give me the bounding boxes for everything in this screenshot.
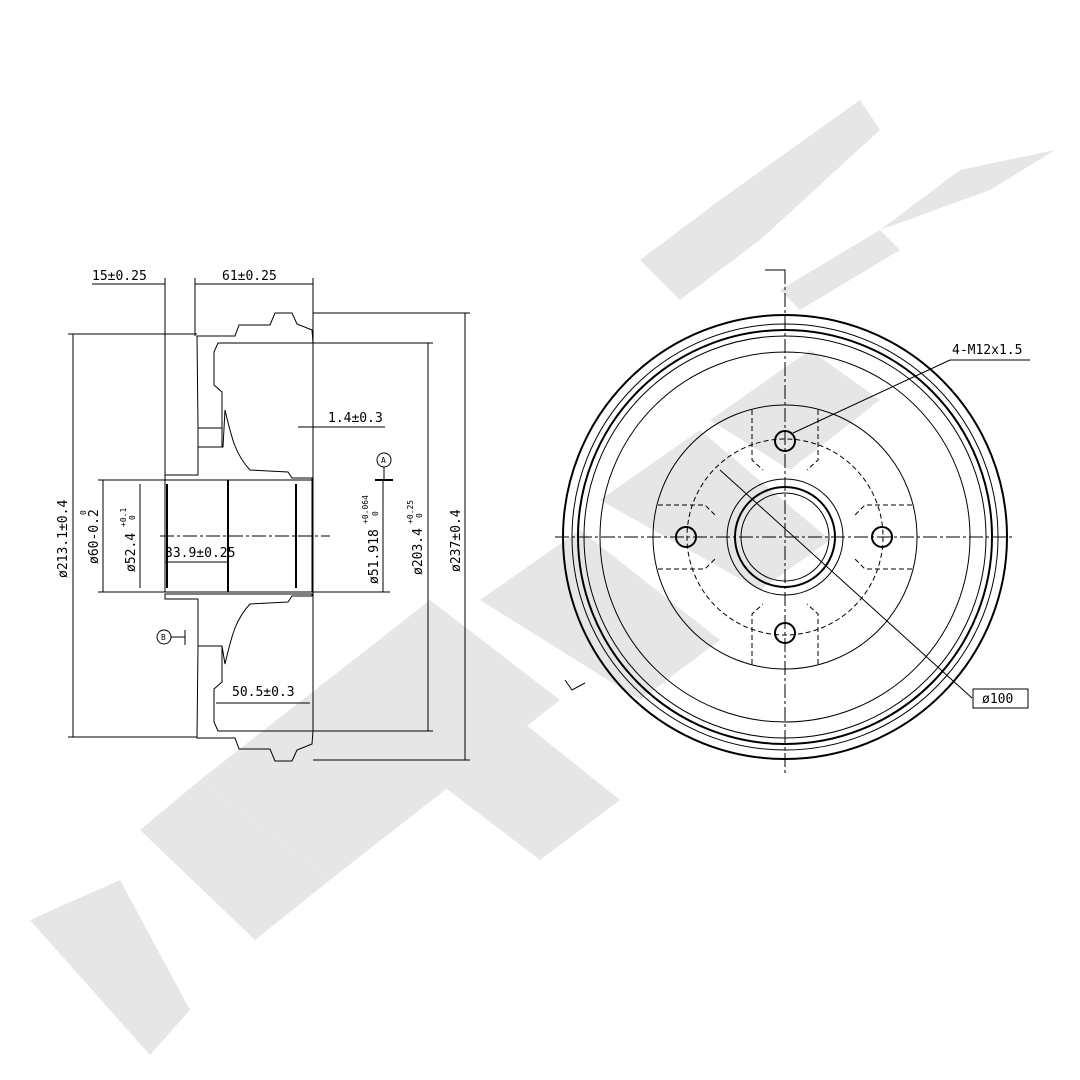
dim-dia-237: ø237±0.4 bbox=[449, 509, 464, 572]
dim-shoe-width: 50.5±0.3 bbox=[232, 685, 295, 700]
svg-text:A: A bbox=[381, 456, 386, 465]
watermark-logo bbox=[30, 100, 1055, 1055]
dim-dia-52-tol-lower: 0 bbox=[128, 515, 137, 520]
svg-text:B: B bbox=[161, 633, 166, 642]
dim-flange-offset: 15±0.25 bbox=[92, 269, 147, 284]
bolt-thread-label: 4-M12x1.5 bbox=[952, 343, 1022, 358]
dim-dia-52-tol-upper: +0.1 bbox=[119, 508, 128, 527]
section-bottom-half bbox=[164, 593, 314, 762]
side-section-view: 15±0.25 61±0.25 1.4±0.3 33.9±0.25 50.5±0… bbox=[56, 269, 470, 762]
section-top-half bbox=[164, 312, 314, 481]
dim-dia-52: ø52.4 bbox=[124, 533, 139, 572]
dim-dia-203-tol-upper: +0.25 bbox=[406, 500, 415, 524]
pcd-label: ø100 bbox=[982, 692, 1013, 707]
bolt-hole bbox=[675, 526, 697, 548]
dim-dia-213: ø213.1±0.4 bbox=[56, 500, 71, 578]
bolt-hole bbox=[871, 526, 893, 548]
bolt-hole bbox=[774, 430, 796, 452]
dim-dia-60-upper: 0 bbox=[79, 510, 88, 515]
dim-drum-depth: 61±0.25 bbox=[222, 269, 277, 284]
dim-dia-60: ø60-0.2 bbox=[87, 509, 102, 564]
bolt-hole bbox=[774, 622, 796, 644]
bolt-holes bbox=[675, 430, 893, 644]
dim-dia-203: ø203.4 bbox=[411, 528, 426, 575]
dim-dia-51: ø51.918 bbox=[367, 529, 382, 584]
datum-b-marker: B bbox=[156, 629, 186, 645]
dim-lip-depth: 1.4±0.3 bbox=[328, 411, 383, 426]
dim-bore-depth: 33.9±0.25 bbox=[165, 546, 235, 561]
pcd-label-box bbox=[972, 688, 1029, 709]
dim-dia-203-tol-lower: 0 bbox=[415, 513, 424, 518]
dim-dia-51-tol-upper: +0.064 bbox=[361, 495, 370, 524]
datum-a-marker: A bbox=[375, 452, 393, 481]
front-view: 4-M12x1.5 ø100 bbox=[555, 269, 1030, 775]
dim-dia-51-tol-lower: 0 bbox=[371, 511, 380, 516]
